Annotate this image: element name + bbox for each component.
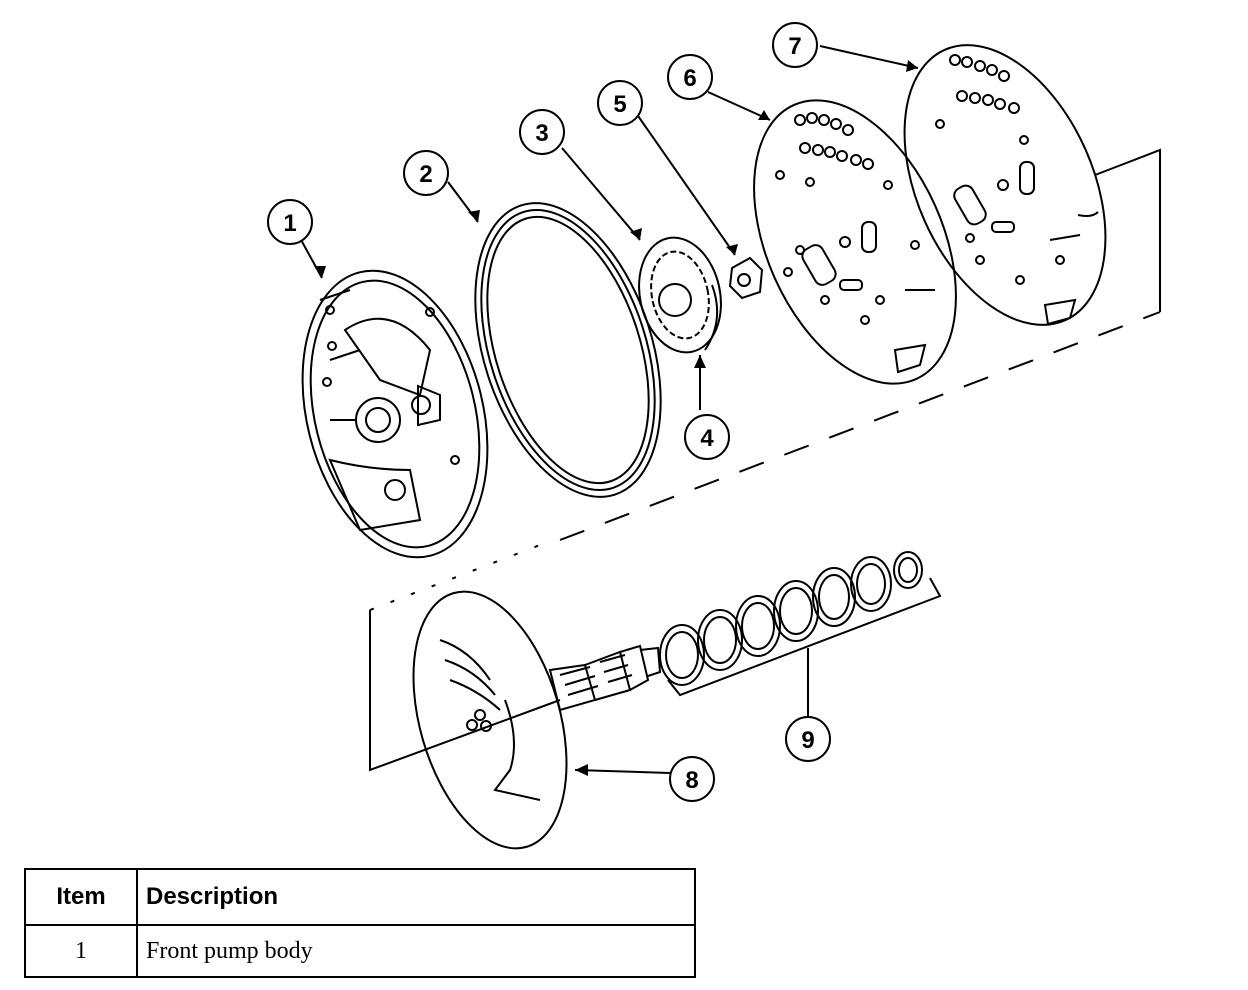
part-6-plate xyxy=(753,99,957,385)
callout-6: 6 xyxy=(667,54,713,100)
legend-cell-description: Front pump body xyxy=(136,924,696,978)
svg-text:1: 1 xyxy=(283,210,296,237)
callout-9: 9 xyxy=(785,716,831,762)
callout-8: 8 xyxy=(669,756,715,802)
parts-legend-table: Item Description 1 Front pump body xyxy=(24,868,696,978)
svg-text:2: 2 xyxy=(419,161,432,188)
svg-text:8: 8 xyxy=(685,767,698,794)
legend-header-row: Item Description xyxy=(24,868,696,926)
svg-text:7: 7 xyxy=(788,33,801,60)
callout-7: 7 xyxy=(772,22,818,68)
legend-header-description: Description xyxy=(136,868,696,926)
legend-cell-item: 1 xyxy=(24,924,138,978)
part-5-nut xyxy=(728,256,764,300)
callout-5: 5 xyxy=(597,80,643,126)
part-8-stator-support xyxy=(412,590,662,850)
svg-text:9: 9 xyxy=(801,727,814,754)
part-7-plate xyxy=(903,44,1107,326)
exploded-parts-diagram: 1 2 3 4 5 6 7 8 9 xyxy=(267,22,1161,850)
part-1-front-pump-body xyxy=(301,269,489,559)
part-2-seal-ring xyxy=(474,202,662,498)
part-3-outer-gear xyxy=(638,236,722,354)
svg-text:5: 5 xyxy=(613,91,626,118)
callout-4: 4 xyxy=(684,414,730,460)
svg-text:3: 3 xyxy=(535,120,548,147)
legend-row: 1 Front pump body xyxy=(24,924,696,978)
callout-1: 1 xyxy=(267,199,313,245)
legend-header-item: Item xyxy=(24,868,138,926)
part-4-inner-gear xyxy=(658,283,719,351)
callout-2: 2 xyxy=(403,150,449,196)
svg-text:4: 4 xyxy=(700,425,714,452)
svg-text:6: 6 xyxy=(683,65,696,92)
callout-3: 3 xyxy=(519,109,565,155)
part-9-seal-rings xyxy=(659,551,942,718)
